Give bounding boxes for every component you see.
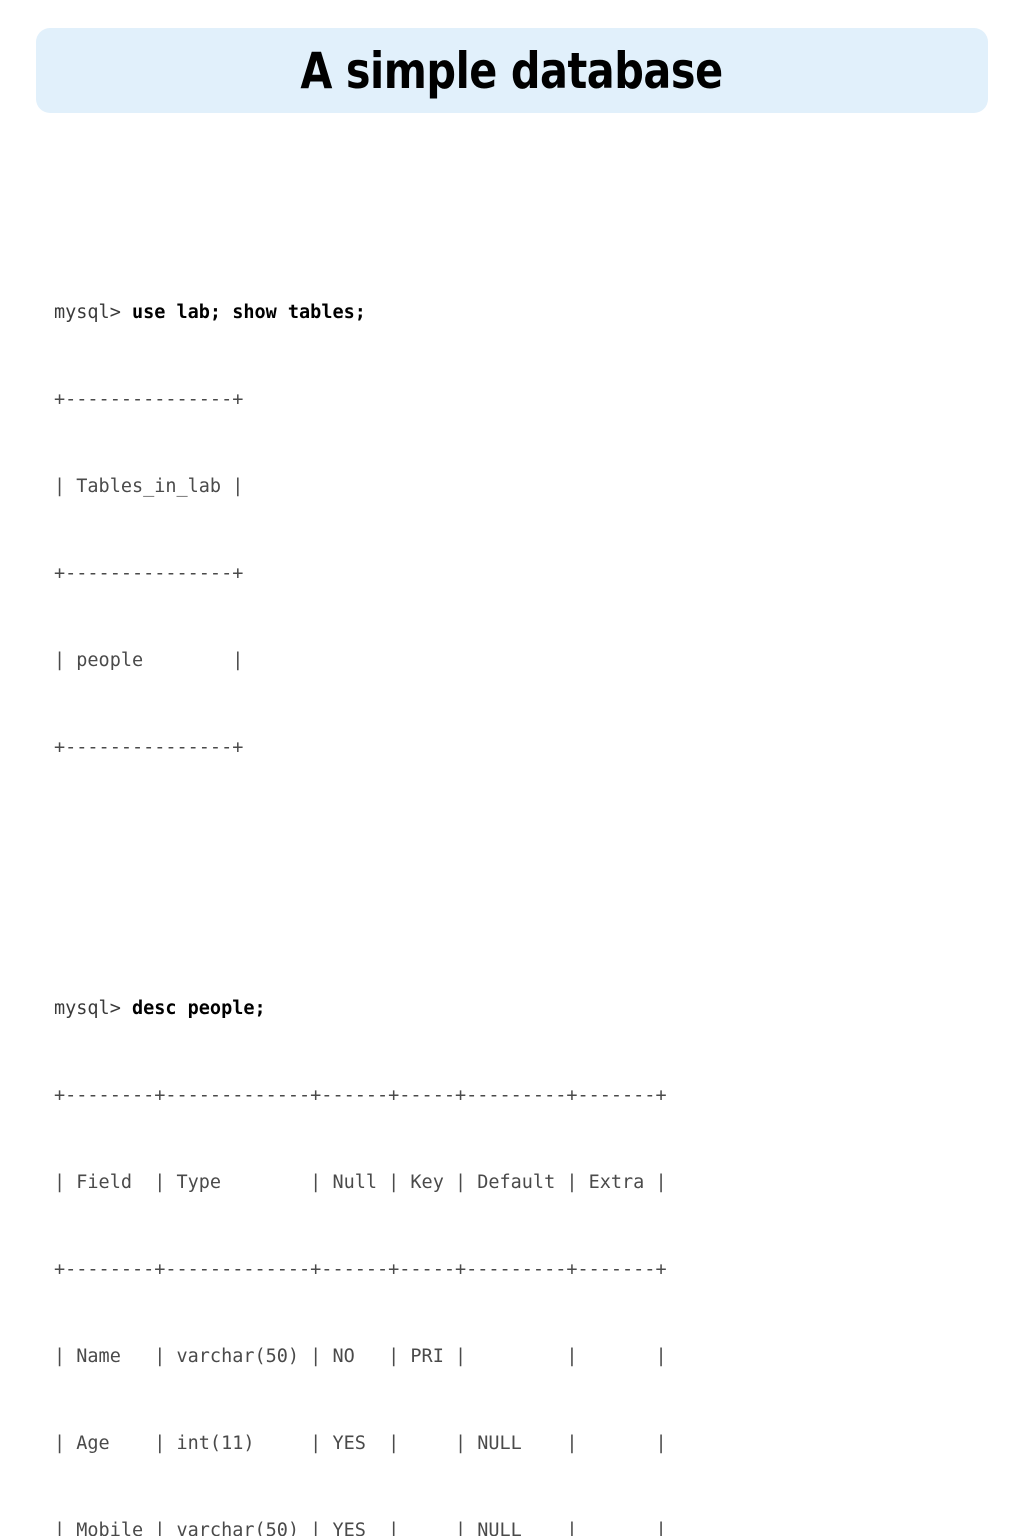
table-header-row: | Tables_in_lab |	[54, 476, 244, 497]
command-line: mysql> use lab; show tables;	[54, 298, 994, 327]
command-text: desc people;	[131, 998, 266, 1019]
table-border-bottom: +---------------+	[54, 737, 244, 758]
table-border-top: +---------------+	[54, 389, 244, 410]
terminal-block-show-tables: mysql> use lab; show tables; +----------…	[54, 240, 994, 820]
table-border-mid: +--------+-------------+------+-----+---…	[54, 1259, 667, 1280]
page-title: A simple database	[300, 41, 724, 100]
mysql-prompt: mysql>	[54, 998, 132, 1019]
command-text: use lab; show tables;	[131, 302, 366, 323]
table-row: | Mobile | varchar(50) | YES | | NULL | …	[54, 1520, 667, 1536]
mysql-prompt: mysql>	[54, 302, 132, 323]
table-border-mid: +---------------+	[54, 563, 244, 584]
table-row: | people |	[54, 650, 244, 671]
table-row: | Name | varchar(50) | NO | PRI | | |	[54, 1346, 667, 1367]
terminal-block-desc-people: mysql> desc people; +--------+----------…	[54, 936, 994, 1536]
table-row: | Age | int(11) | YES | | NULL | |	[54, 1433, 667, 1454]
command-line: mysql> desc people;	[54, 994, 994, 1023]
slide-title-banner: A simple database	[36, 28, 988, 113]
mysql-terminal-transcript: mysql> use lab; show tables; +----------…	[54, 124, 994, 1536]
table-header-row: | Field | Type | Null | Key | Default | …	[54, 1172, 667, 1193]
table-border-top: +--------+-------------+------+-----+---…	[54, 1085, 667, 1106]
